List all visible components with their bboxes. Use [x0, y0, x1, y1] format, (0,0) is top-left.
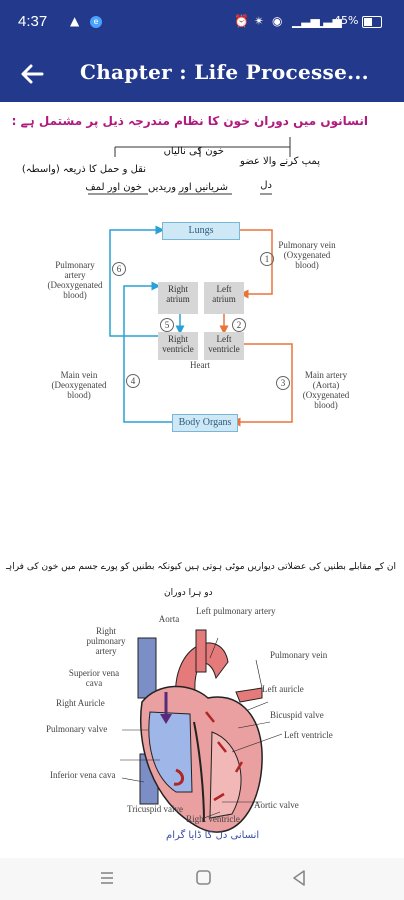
body-organs-box: Body Organs — [172, 414, 238, 432]
main-artery-label: Main artery (Aorta) (Oxygenated blood) — [302, 370, 350, 410]
urdu-aorta-label: دو ہرا دوران — [164, 588, 213, 598]
pulmonary-vein-label: Pulmonary vein (Oxygenated blood) — [278, 240, 336, 270]
signal-icon: ▁▃▅ — [292, 14, 320, 28]
system-navigation-bar — [0, 858, 404, 900]
step-4: 4 — [126, 374, 140, 388]
status-time: 4:37 — [18, 13, 48, 30]
tricuspid-valve-label: Tricuspid valve — [127, 804, 183, 814]
aorta-label: Aorta — [158, 614, 180, 624]
urdu-tree-lines — [88, 137, 291, 195]
step-1: 1 — [260, 252, 274, 266]
app-notification-icon: e — [90, 16, 102, 28]
step-3: 3 — [276, 376, 290, 390]
back-arrow-icon[interactable] — [16, 58, 48, 90]
left-auricle-label: Left auricle — [262, 684, 304, 694]
step-6: 6 — [112, 262, 126, 276]
tree-pump: پمپ کرنے والا عضو — [240, 156, 320, 167]
pulmonary-artery-label: Pulmonary artery (Deoxygenated blood) — [47, 260, 103, 300]
battery-icon — [362, 16, 382, 28]
urdu-heading: انسانوں میں دوران خون کا نظام مندرجہ ذیل… — [11, 114, 368, 128]
left-pulmonary-artery-label: Left pulmonary artery — [196, 606, 276, 616]
right-atrium: Right atrium — [158, 282, 198, 314]
step-5: 5 — [160, 318, 174, 332]
right-auricle-label: Right Auricle — [56, 698, 105, 708]
alarm-icon: ⏰ — [234, 14, 249, 28]
heart-anatomy-diagram — [120, 629, 283, 833]
heart-label: Heart — [190, 360, 210, 370]
left-ventricle: Left ventricle — [204, 332, 244, 360]
right-ventricle-heart-label: Right ventricle — [186, 814, 240, 824]
app-bar: Chapter : Life Processe... — [0, 46, 404, 102]
main-vein-label: Main vein (Deoxygenated blood) — [51, 370, 107, 400]
home-icon[interactable] — [188, 866, 218, 890]
page-title: Chapter : Life Processe... — [80, 60, 369, 84]
back-nav-icon[interactable] — [284, 866, 314, 890]
wifi-icon: ◉ — [272, 14, 283, 28]
tree-blood: خون اور لمف — [85, 182, 142, 193]
right-ventricle: Right ventricle — [158, 332, 198, 360]
tree-medium: نقل و حمل کا ذریعہ (واسطہ) — [21, 164, 146, 175]
signal2-icon: ▁▃▅ — [314, 14, 342, 28]
tree-arteries: شریانیں اور وریدیں — [147, 182, 228, 193]
notification-icon: ▲ — [70, 14, 80, 28]
aortic-valve-label: Aortic valve — [254, 800, 299, 810]
tree-vessels: خون کی نالیاں — [163, 146, 224, 157]
battery-percent: 45% — [334, 14, 359, 27]
chapter-content[interactable]: انسانوں میں دوران خون کا نظام مندرجہ ذیل… — [0, 102, 404, 858]
heart-caption: انسانی دل کا ڈایا گرام — [166, 830, 260, 841]
recent-apps-icon[interactable] — [92, 866, 122, 890]
tree-heart: دل — [260, 180, 272, 191]
pulmonary-valve-label: Pulmonary valve — [46, 724, 108, 734]
left-atrium: Left atrium — [204, 282, 244, 314]
superior-vena-cava-label: Superior vena cava — [68, 668, 120, 688]
pulmonary-vein-heart-label: Pulmonary vein — [270, 650, 328, 660]
right-pulmonary-artery-label: Right pulmonary artery — [86, 626, 126, 656]
bluetooth-icon: ✴ — [254, 14, 265, 28]
inferior-vena-cava-label: Inferior vena cava — [50, 770, 116, 780]
status-bar: 4:37 ▲ e ⏰ ✴ ◉ ▁▃▅ ▁▃▅ 45% — [0, 0, 404, 46]
left-ventricle-heart-label: Left ventricle — [284, 730, 333, 740]
lungs-box: Lungs — [162, 222, 240, 240]
urdu-paragraph: ان کے مقابلے بطنیں کی عضلاتی دیواریں موٹ… — [6, 562, 396, 572]
bicuspid-valve-label: Bicuspid valve — [270, 710, 324, 720]
step-2: 2 — [232, 318, 246, 332]
